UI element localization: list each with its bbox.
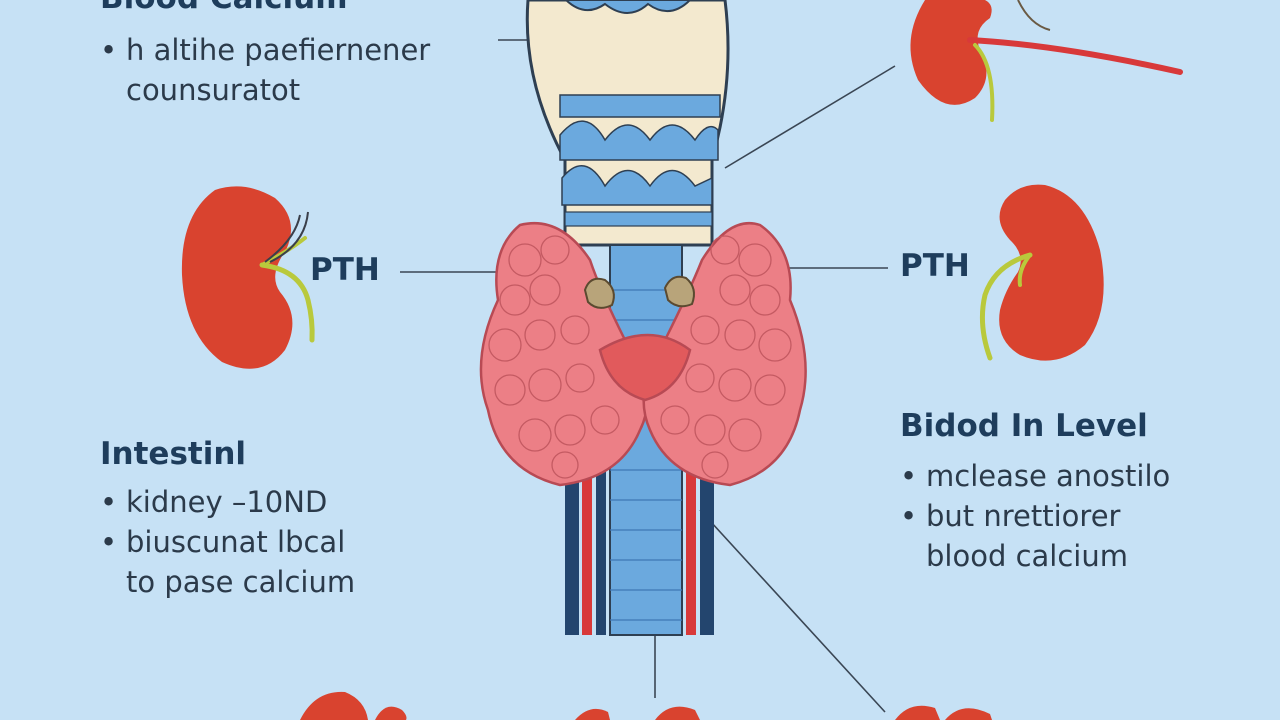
kidney-right [979, 184, 1104, 361]
neck-vessels [565, 470, 714, 635]
thyroid-left-lobe [479, 221, 649, 487]
parathyroid-left [583, 277, 615, 309]
list-item: blood calcium [926, 539, 1128, 573]
parathyroid-glands [583, 275, 695, 309]
list-item: but nrettiorer [900, 496, 1170, 536]
larynx-fold-1 [564, 0, 692, 14]
ureter-left [259, 262, 315, 343]
bottom-right-bullets: mclease anostilo but nrettiorer blood ca… [900, 456, 1170, 576]
top-left-heading: Blood Calcium [100, 0, 348, 16]
bottom-right-heading: Bidod In Level [900, 408, 1148, 444]
bottom-left-bullets: kidney –10ND biuscunat lbcal to pase cal… [100, 482, 355, 602]
pth-label-right: PTH [900, 248, 970, 284]
bottom-kidneys [300, 691, 992, 720]
thyroid-right-lobe [642, 222, 807, 487]
leader-line-bottom-right [699, 509, 886, 713]
renal-artery-top-right [967, 37, 1183, 75]
top-left-bullets: h altihe paefiernener counsuratot [100, 30, 430, 110]
thyroid-follicles [488, 235, 792, 479]
list-item: counsuratot [126, 73, 301, 107]
parathyroid-right [663, 275, 695, 308]
ureter-right [979, 252, 1033, 361]
pth-label-left: PTH [310, 252, 380, 288]
tracheal-wave-2 [561, 165, 713, 206]
tracheal-band-1 [559, 94, 721, 118]
tracheal-wave-1 [559, 120, 719, 161]
kidney-top-right [910, 0, 1183, 122]
bottom-left-heading: Intestinl [100, 436, 247, 472]
kidney-left [181, 186, 315, 369]
list-item: to pase calcium [126, 565, 356, 599]
list-item: h altihe paefiernener [100, 30, 430, 70]
list-item: kidney –10ND [100, 482, 355, 522]
thyroid-isthmus [598, 333, 692, 402]
trachea [525, 0, 730, 636]
thyroid-gland [479, 221, 807, 487]
larynx [525, 0, 730, 247]
leader-line-top-right [724, 65, 896, 169]
tracheal-band-2 [564, 211, 713, 227]
list-item: mclease anostilo [900, 456, 1170, 496]
list-item: biuscunat lbcal [100, 522, 355, 562]
